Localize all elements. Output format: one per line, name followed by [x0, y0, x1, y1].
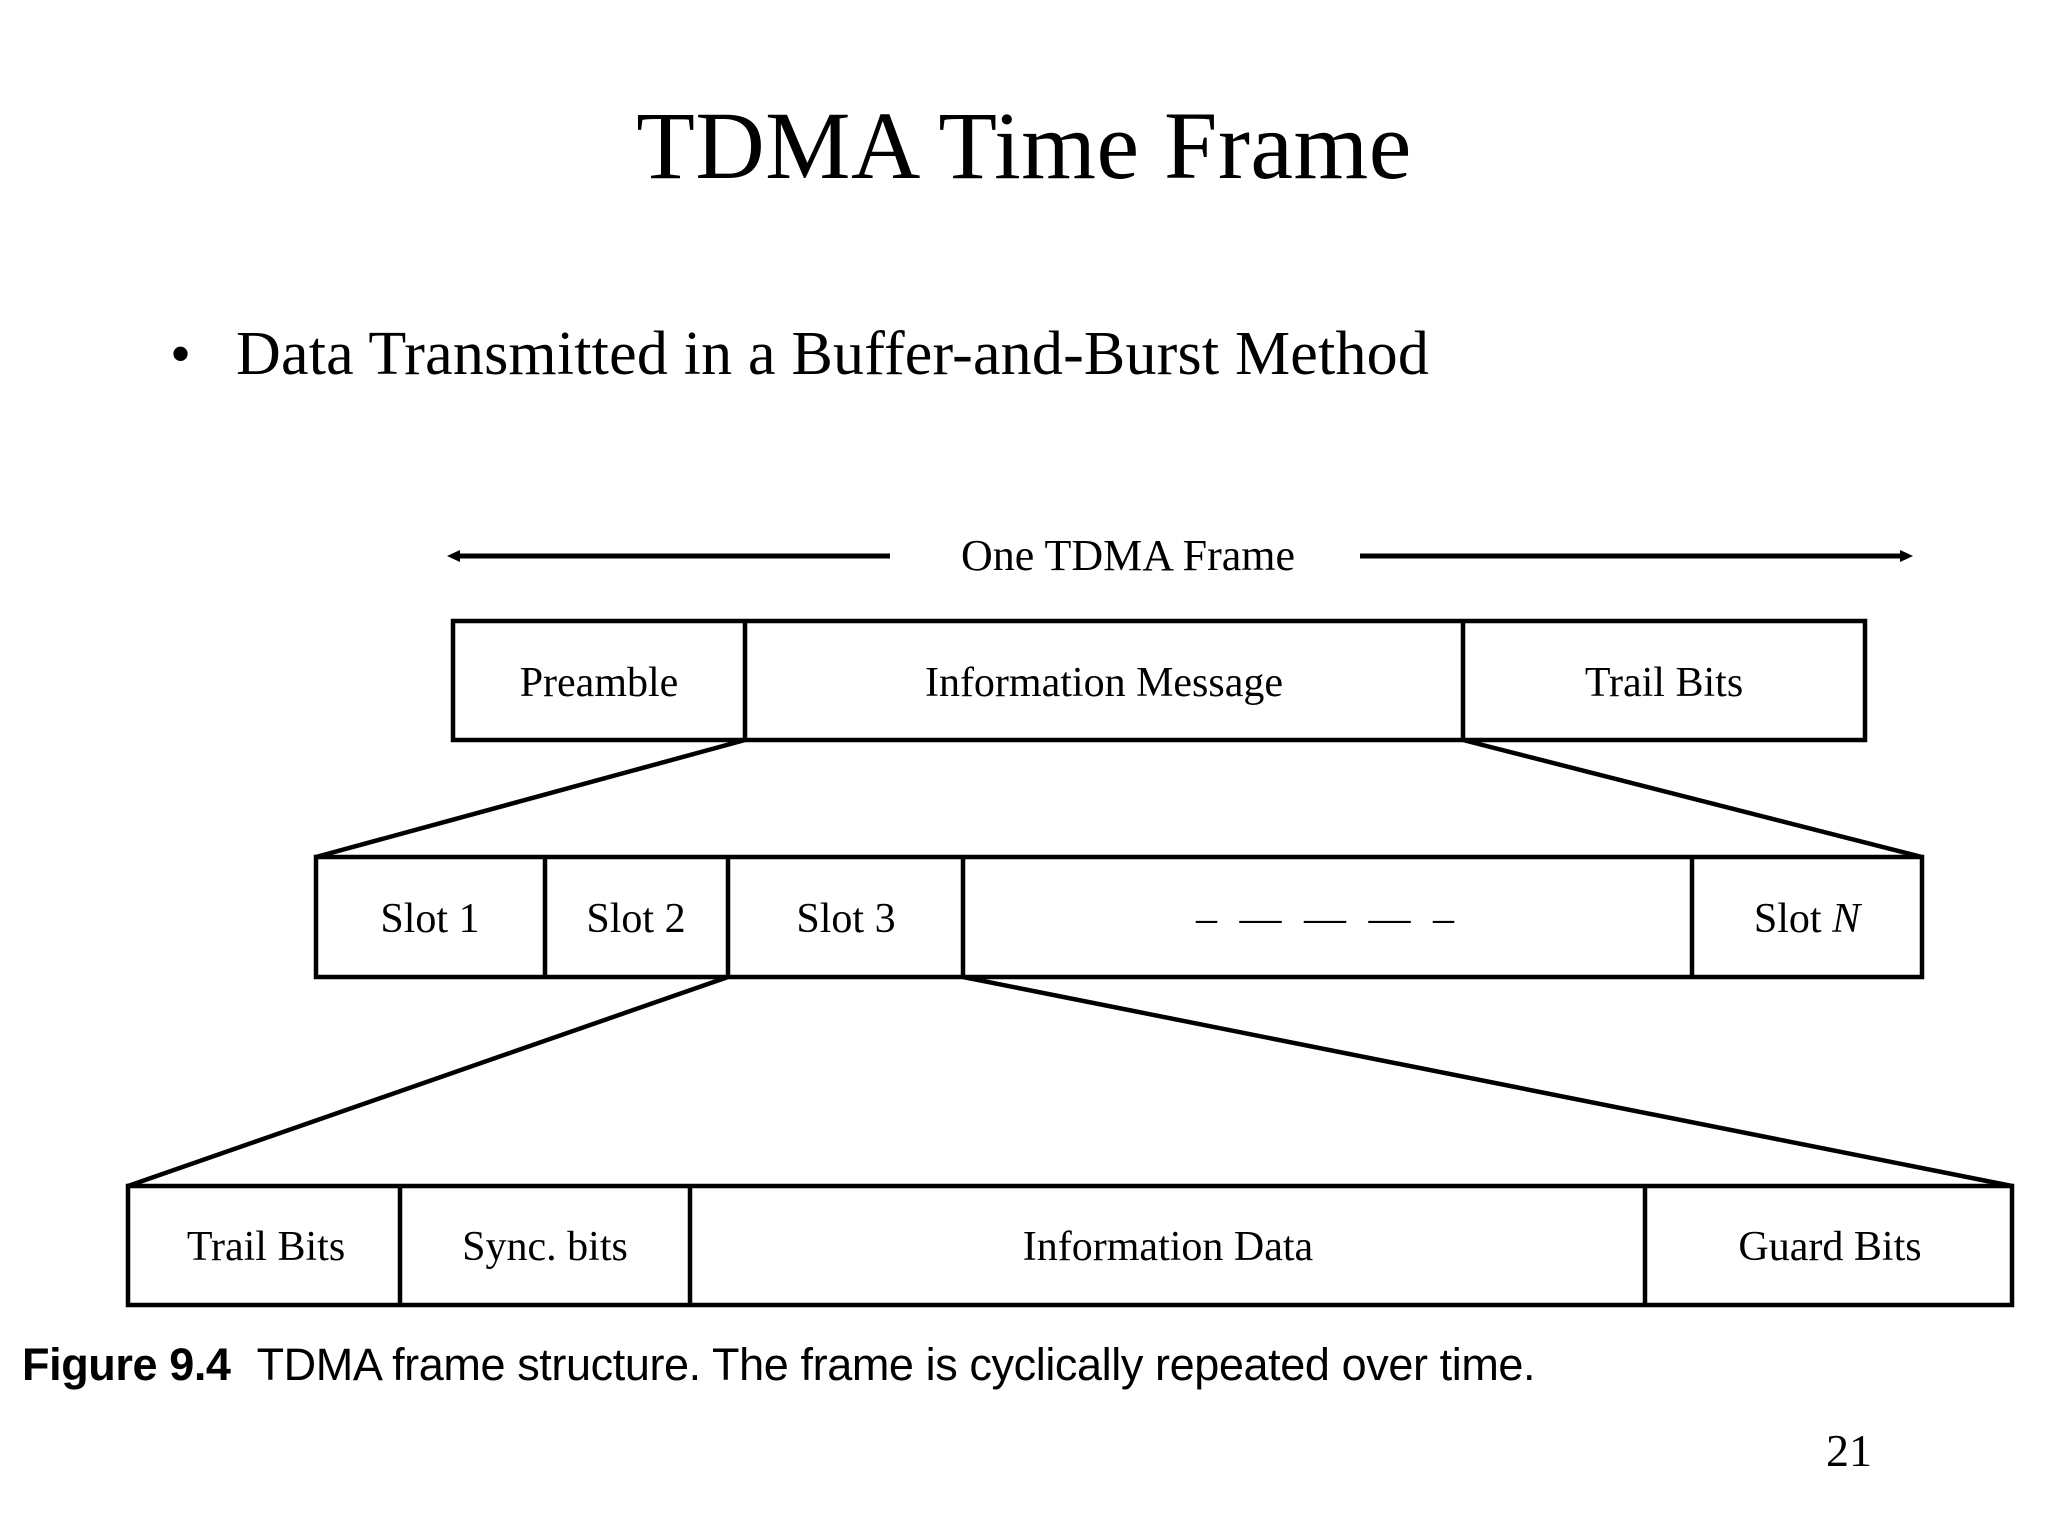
slot-n-prefix: Slot — [1753, 896, 1833, 942]
burst-cell-information-data: Information Data — [1022, 1224, 1314, 1270]
slot-cell-ellipsis-dashes: – — — — – — [1196, 896, 1460, 942]
burst-cell-guard-bits: Guard Bits — [1738, 1224, 1922, 1270]
slot-cell-slot-3: Slot 3 — [796, 896, 896, 942]
burst-cell-trail-bits: Trail Bits — [186, 1224, 346, 1270]
page-number: 21 — [1826, 1425, 1872, 1476]
slot-cell-slot-2: Slot 2 — [586, 896, 686, 942]
slot-n-index: N — [1832, 896, 1861, 942]
page-title: TDMA Time Frame — [636, 92, 1412, 199]
bullet-marker-icon: • — [170, 321, 192, 387]
slot-row-boxes — [313, 854, 1925, 980]
connector-slots-to-burst — [127, 974, 2013, 1189]
bullet-item-text: Data Transmitted in a Buffer-and-Burst M… — [236, 320, 1430, 388]
frame-cell-trail-bits: Trail Bits — [1584, 660, 1744, 706]
figure-caption: Figure 9.4 TDMA frame structure. The fram… — [22, 1340, 2022, 1390]
bullet-list: • Data Transmitted in a Buffer-and-Burst… — [170, 320, 1970, 388]
figure-caption-text: TDMA frame structure. The frame is cycli… — [256, 1339, 1536, 1390]
slot-cell-slot-1: Slot 1 — [380, 896, 480, 942]
figure-caption-label: Figure 9.4 — [22, 1339, 231, 1390]
burst-cell-sync-bits: Sync. bits — [462, 1224, 628, 1270]
burst-row-boxes — [125, 1183, 2015, 1308]
frame-span-label: One TDMA Frame — [960, 531, 1296, 580]
frame-cell-information-message: Information Message — [924, 660, 1284, 706]
slot-cell-slot-n: Slot N — [1754, 898, 1860, 940]
frame-row-boxes — [450, 618, 1868, 743]
frame-cell-preamble: Preamble — [519, 660, 679, 706]
connector-frame-to-slots — [315, 737, 1923, 860]
